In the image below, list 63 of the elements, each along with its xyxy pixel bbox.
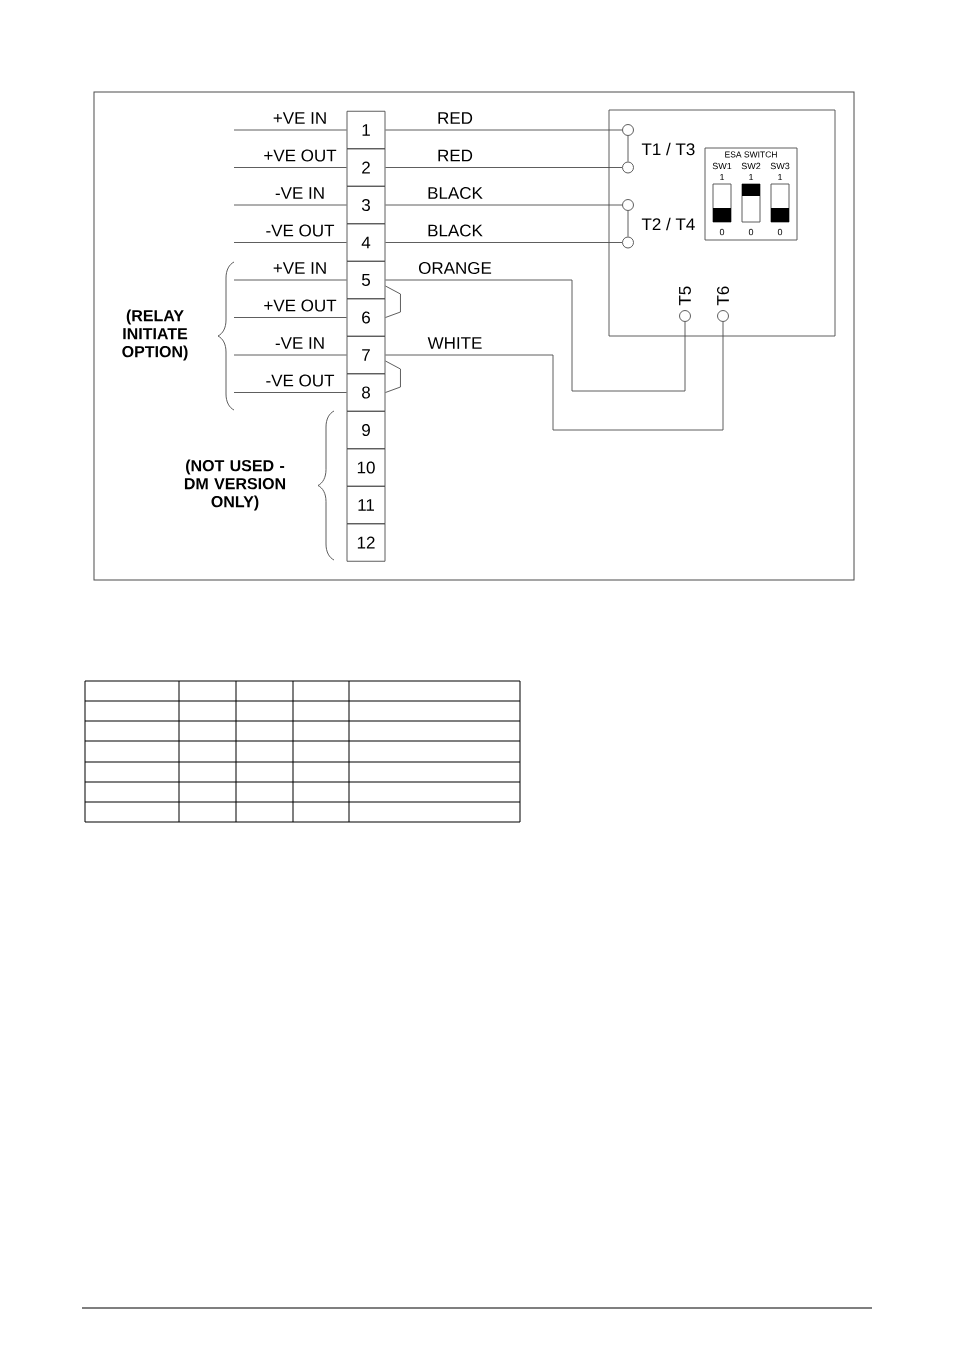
terminal-cell: 5 bbox=[346, 260, 386, 300]
dip-switch: SW1 1 0 bbox=[712, 162, 732, 236]
wire bbox=[627, 210, 629, 237]
terminal-cell: 12 bbox=[346, 523, 386, 562]
wire-label: -VE IN bbox=[273, 186, 327, 200]
wire bbox=[233, 392, 347, 393]
wire bbox=[385, 204, 623, 206]
terminal-cell: 6 bbox=[346, 298, 386, 337]
terminal-cell: 4 bbox=[346, 223, 386, 262]
node-label: SW2 bbox=[741, 162, 761, 170]
wire bbox=[233, 167, 347, 168]
terminal-cell: 8 bbox=[346, 373, 386, 412]
wire-label: WHITE bbox=[426, 336, 484, 350]
node-label: T5 bbox=[679, 286, 691, 306]
wire bbox=[385, 285, 401, 318]
dip-switch: SW3 1 0 bbox=[770, 162, 790, 236]
node-label: T6 bbox=[716, 286, 730, 306]
wire bbox=[385, 279, 686, 392]
wire bbox=[233, 204, 347, 206]
wire-label: +VE OUT bbox=[262, 148, 338, 163]
node-label: 0 bbox=[777, 228, 783, 236]
device-box bbox=[608, 109, 836, 337]
dip-switch: SW2 1 0 bbox=[741, 162, 761, 236]
wire bbox=[233, 317, 347, 318]
wire bbox=[233, 279, 347, 281]
wire-label: +VE IN bbox=[271, 261, 329, 275]
wire bbox=[385, 321, 724, 431]
terminal-label: T2 / T4 bbox=[641, 217, 695, 231]
node-label: 0 bbox=[748, 228, 754, 236]
node-label: 0 bbox=[719, 228, 725, 236]
wire-label: +VE OUT bbox=[262, 298, 338, 313]
terminal-label: T1 / T3 bbox=[641, 142, 695, 156]
terminal-cell: 2 bbox=[346, 148, 386, 187]
node-label: SW1 bbox=[712, 162, 732, 170]
terminal-cell: 1 bbox=[346, 110, 386, 150]
wire bbox=[233, 242, 347, 243]
wire-label: ORANGE bbox=[417, 261, 493, 275]
bracket-label: (RELAY INITIATE OPTION) bbox=[122, 309, 188, 361]
terminal-cell: 10 bbox=[346, 448, 386, 487]
node-label: SW3 bbox=[770, 162, 790, 170]
wire bbox=[385, 167, 623, 168]
node-label: 1 bbox=[749, 173, 754, 181]
wire-label: -VE OUT bbox=[264, 373, 336, 388]
wire bbox=[233, 354, 347, 356]
wire-label: -VE IN bbox=[273, 336, 327, 350]
terminal-cell: 7 bbox=[346, 335, 386, 375]
wire bbox=[385, 242, 623, 243]
wire-label: -VE OUT bbox=[264, 223, 336, 238]
node-label: 1 bbox=[720, 173, 725, 181]
terminal-cell: 3 bbox=[346, 185, 386, 225]
wire bbox=[233, 129, 347, 131]
wire bbox=[385, 360, 401, 393]
bracket-label: (NOT USED - DM VERSION ONLY) bbox=[184, 459, 286, 511]
wire-label: BLACK bbox=[426, 186, 484, 200]
wire bbox=[385, 129, 623, 131]
wire-label: RED bbox=[436, 111, 474, 125]
terminal-cell: 9 bbox=[346, 410, 386, 450]
terminal-cell: 11 bbox=[346, 485, 386, 525]
wire-label: BLACK bbox=[426, 223, 484, 238]
wire-label: RED bbox=[436, 148, 474, 163]
wire bbox=[627, 135, 629, 162]
node-label: 1 bbox=[778, 173, 783, 181]
wire-label: +VE IN bbox=[271, 111, 329, 125]
